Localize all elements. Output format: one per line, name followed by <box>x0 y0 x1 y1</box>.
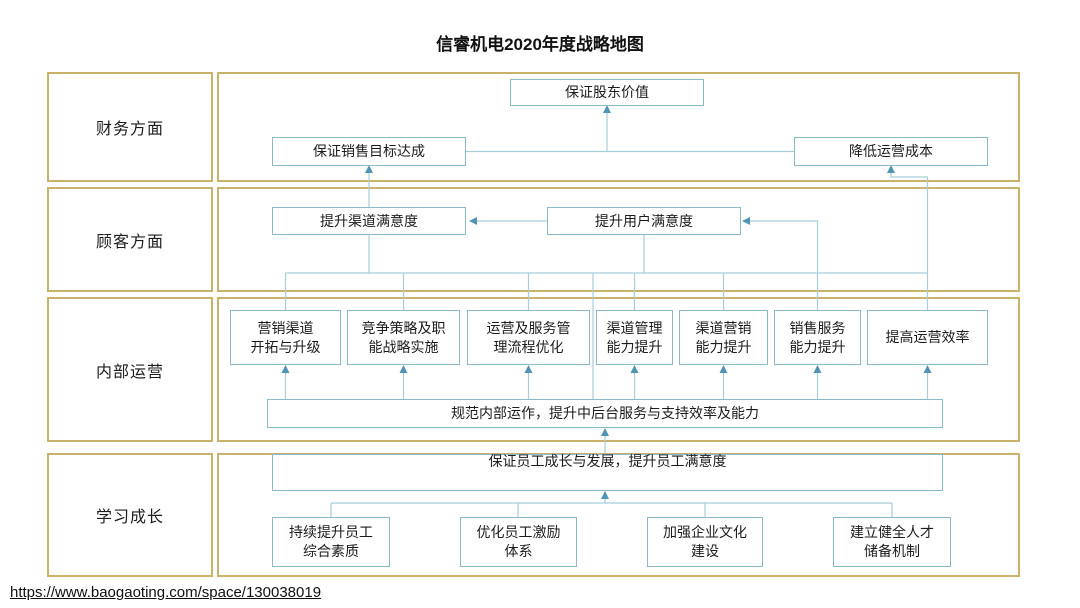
box-channel-marketing-label: 渠道营销 能力提升 <box>695 319 752 355</box>
customer-content-frame <box>217 187 1020 292</box>
source-url-link[interactable]: https://www.baogaoting.com/space/1300380… <box>10 584 322 601</box>
box-sales-service-label: 销售服务 能力提升 <box>789 319 846 355</box>
box-corporate-culture: 加强企业文化 建设 <box>647 517 763 567</box>
box-employee-growth: 保证员工成长与发展，提升员工满意度 <box>272 453 943 491</box>
box-efficiency-label: 提高运营效率 <box>885 329 970 346</box>
box-shareholder-value: 保证股东价值 <box>510 79 704 106</box>
box-internal-ops: 规范内部运作，提升中后台服务与支持效率及能力 <box>267 399 943 428</box>
box-channel-mgmt-label: 渠道管理 能力提升 <box>606 319 663 355</box>
box-incentive-system-label: 优化员工激励 体系 <box>476 524 561 559</box>
box-reduce-cost: 降低运营成本 <box>794 137 988 166</box>
box-user-satisfaction: 提升用户满意度 <box>547 207 741 235</box>
box-channel-marketing: 渠道营销 能力提升 <box>679 310 768 365</box>
box-sales-target-label: 保证销售目标达成 <box>313 143 425 160</box>
box-marketing-channel: 营销渠道 开拓与升级 <box>230 310 341 365</box>
box-sales-service: 销售服务 能力提升 <box>774 310 861 365</box>
box-efficiency: 提高运营效率 <box>867 310 988 365</box>
customer-perspective-box: 顾客方面 <box>47 187 213 292</box>
learning-perspective-box: 学习成长 <box>47 453 213 577</box>
finance-perspective-box: 财务方面 <box>47 72 213 182</box>
box-competition-strategy: 竞争策略及职 能战略实施 <box>347 310 460 365</box>
box-process-optimization-label: 运营及服务管 理流程优化 <box>486 319 571 355</box>
customer-perspective-label: 顾客方面 <box>95 233 164 251</box>
box-employee-growth-label: 保证员工成长与发展，提升员工满意度 <box>488 453 727 469</box>
box-user-satisfaction-label: 提升用户满意度 <box>595 212 693 229</box>
box-sales-target: 保证销售目标达成 <box>272 137 466 166</box>
learning-perspective-label: 学习成长 <box>95 509 164 526</box>
box-marketing-channel-label: 营销渠道 开拓与升级 <box>250 319 321 355</box>
box-talent-reserve: 建立健全人才 储备机制 <box>833 517 951 567</box>
operations-perspective-label: 内部运营 <box>95 363 164 381</box>
box-internal-ops-label: 规范内部运作，提升中后台服务与支持效率及能力 <box>451 405 759 422</box>
box-channel-mgmt: 渠道管理 能力提升 <box>596 310 673 365</box>
box-competition-strategy-label: 竞争策略及职 能战略实施 <box>361 319 446 355</box>
box-shareholder-value-label: 保证股东价值 <box>565 84 649 101</box>
box-employee-quality-label: 持续提升员工 综合素质 <box>289 524 373 559</box>
page-title: 信睿机电2020年度战略地图 <box>436 35 644 54</box>
box-incentive-system: 优化员工激励 体系 <box>460 517 577 567</box>
box-reduce-cost-label: 降低运营成本 <box>849 143 933 160</box>
box-employee-quality: 持续提升员工 综合素质 <box>272 517 390 567</box>
box-process-optimization: 运营及服务管 理流程优化 <box>467 310 590 365</box>
box-talent-reserve-label: 建立健全人才 储备机制 <box>850 524 934 559</box>
box-channel-satisfaction: 提升渠道满意度 <box>272 207 466 235</box>
box-channel-satisfaction-label: 提升渠道满意度 <box>320 212 418 229</box>
finance-perspective-label: 财务方面 <box>95 121 164 138</box>
box-corporate-culture-label: 加强企业文化 建设 <box>663 524 747 559</box>
operations-perspective-box: 内部运营 <box>47 297 213 442</box>
